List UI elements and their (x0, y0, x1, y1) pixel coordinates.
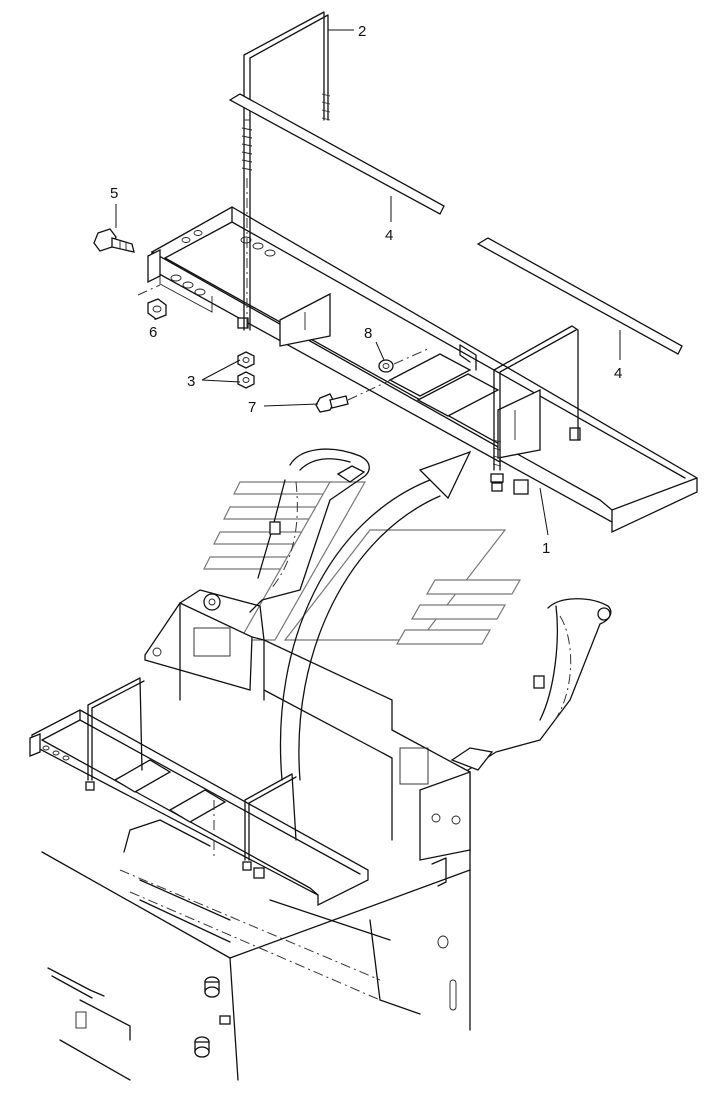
callout-1: 1 (542, 540, 550, 557)
callout-5: 5 (110, 185, 118, 202)
battery-strap-lower (476, 237, 683, 355)
nut-6 (137, 284, 167, 320)
callout-4-lower: 4 (614, 365, 622, 382)
callout-4-upper: 4 (385, 227, 393, 244)
washer-8 (378, 347, 431, 373)
assembly-arrow (279, 450, 472, 781)
callout-6: 6 (149, 324, 157, 341)
bolt-5 (93, 228, 135, 253)
nuts-3 (237, 351, 255, 389)
watermark-logo (203, 481, 522, 645)
rail-holes (170, 230, 276, 296)
installed-battery-tray (29, 677, 369, 907)
callout-leaders (115, 29, 621, 536)
callout-7: 7 (248, 399, 256, 416)
battery-tray-assembly (147, 206, 698, 534)
callout-2: 2 (358, 23, 366, 40)
battery-strap-upper (228, 93, 445, 215)
hold-down-rod-upper (241, 11, 331, 331)
callout-3: 3 (187, 373, 195, 390)
callout-8: 8 (364, 325, 372, 342)
bolt-7 (315, 377, 396, 413)
machine-frame (41, 448, 612, 1081)
thread-marks (241, 93, 331, 171)
hold-down-rod-right (490, 325, 579, 492)
